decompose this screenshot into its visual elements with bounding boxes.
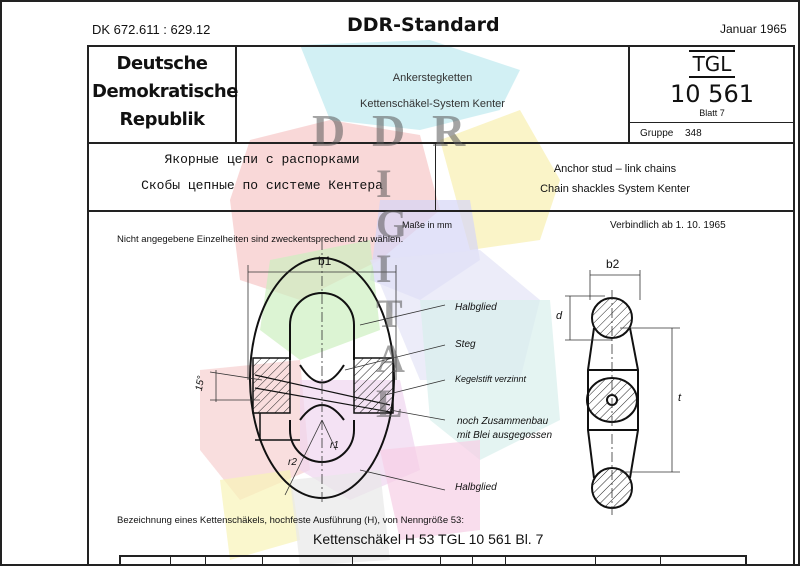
- leader-line: [344, 344, 446, 371]
- title-ru-1: Якорные цепи с распорками: [164, 152, 360, 167]
- title-en-1: Anchor stud – link chains: [553, 163, 677, 175]
- label-halbglied-top: Halbglied: [455, 302, 497, 313]
- ddr-logo: Deutsche Demokratische Republik: [92, 50, 238, 134]
- half-link-section-left: [252, 357, 291, 414]
- leader-line: [359, 304, 446, 326]
- title-de-2: Kettenschäkel-System Kenter: [360, 98, 505, 110]
- page-title: DDR-Standard: [347, 14, 500, 36]
- leader-line: [359, 469, 446, 491]
- dim-b1: b1: [318, 254, 332, 268]
- slot-top: [289, 292, 355, 360]
- tgl-number: 10 561: [670, 80, 754, 108]
- leader-line: [384, 379, 446, 396]
- designation-example: Kettenschäkel H 53 TGL 10 561 Bl. 7: [313, 531, 544, 547]
- title-en-2: Chain shackles System Kenter: [540, 183, 690, 195]
- dim-d: d: [556, 310, 563, 322]
- label-blei-1: noch Zusammenbau: [457, 416, 549, 427]
- group-number: 348: [685, 128, 702, 139]
- logo-line-2: Demokratische: [92, 81, 238, 102]
- dim-r1: r1: [330, 440, 339, 451]
- valid-from: Verbindlich ab 1. 10. 1965: [610, 220, 726, 231]
- label-blei-2: mit Blei ausgegossen: [457, 430, 553, 441]
- label-halbglied-bottom: Halbglied: [455, 482, 497, 493]
- leader-line: [389, 409, 446, 421]
- group-label: Gruppe: [640, 128, 674, 139]
- taper-pin-edge: [254, 387, 391, 413]
- taper-pin-edge: [254, 374, 391, 406]
- designation-intro: Bezeichnung eines Kettenschäkels, hochfe…: [117, 515, 464, 526]
- dim-b2: b2: [606, 257, 620, 271]
- general-note: Nicht angegebene Einzelheiten sind zweck…: [117, 234, 404, 245]
- label-steg: Steg: [455, 339, 476, 350]
- logo-line-3: Republik: [119, 109, 205, 130]
- sheet-number: Blatt 7: [699, 108, 725, 118]
- date: Januar 1965: [720, 22, 787, 36]
- label-kegelstift: Kegelstift verzinnt: [455, 374, 527, 384]
- stud-top-curve: [299, 364, 345, 384]
- title-ru-2: Скобы цепные по системе Кентера: [141, 178, 383, 193]
- tgl-label-text: TGL: [688, 50, 736, 78]
- side-view: [586, 297, 639, 509]
- units-note: Maße in mm: [402, 220, 453, 230]
- dk-number: DK 672.611 : 629.12: [92, 22, 211, 37]
- title-de-1: Ankerstegketten: [392, 72, 473, 84]
- logo-line-1: Deutsche: [116, 53, 208, 74]
- dim-line-r2: [284, 419, 323, 496]
- dim-line-r1: [321, 419, 337, 451]
- dim-t: t: [678, 392, 682, 404]
- dim-r2: r2: [288, 457, 297, 468]
- tgl-label: TGL: [630, 50, 794, 78]
